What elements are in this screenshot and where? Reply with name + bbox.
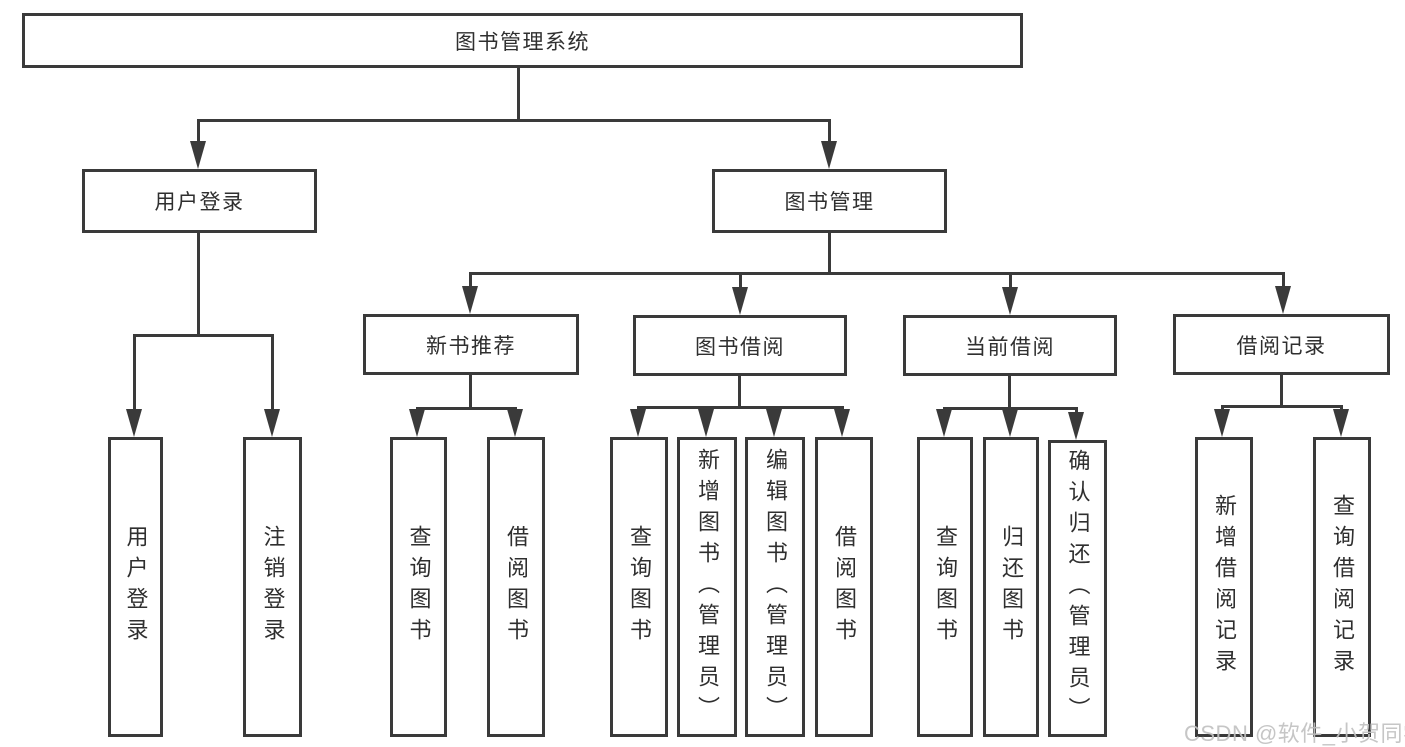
connector-records-bus [1221,405,1342,408]
arrow-down-icon [507,409,523,437]
connector-drop [133,334,136,414]
arrow-down-icon [936,409,952,437]
leaf-nr-borrow-book-label: 借阅图书 [504,525,529,649]
connector-root-bus [197,119,830,122]
connector-userlogin-bus [133,334,273,337]
connector-borrow-stub [738,376,741,409]
arrow-down-icon [732,287,748,315]
arrow-down-icon [698,409,714,437]
leaf-bb-edit-book-admin: 编辑图书（管理员） [745,437,805,737]
connector-userlogin-stub [197,233,200,337]
leaf-nr-query-book-label: 查询图书 [406,525,432,649]
connector-drop [469,272,472,292]
connector-records-stub [1280,375,1283,408]
node-book-borrowing-label: 图书借阅 [695,335,785,359]
connector-root-stub [517,68,520,122]
node-current-borrowing: 当前借阅 [903,315,1117,376]
connector-newbook-bus [416,407,517,410]
node-book-management-label: 图书管理 [784,191,875,214]
arrow-down-icon [1275,286,1291,314]
arrow-down-icon [264,409,280,437]
leaf-cb-confirm-return-admin: 确认归还（管理员） [1048,440,1107,737]
leaf-bb-edit-book-admin-label: 编辑图书（管理员） [763,447,788,727]
leaf-logout-label: 注销登录 [260,525,286,649]
leaf-bb-borrow-book: 借阅图书 [815,437,873,737]
connector-bookmgmt-stub [828,233,831,275]
leaf-nr-borrow-book: 借阅图书 [487,437,545,737]
leaf-br-add-record: 新增借阅记录 [1195,437,1253,737]
leaf-logout: 注销登录 [243,437,302,737]
leaf-cb-query-book: 查询图书 [917,437,973,737]
arrow-down-icon [462,286,478,314]
node-user-login-label: 用户登录 [154,191,245,214]
leaf-bb-borrow-book-label: 借阅图书 [832,525,857,649]
connector-drop [271,334,274,414]
leaf-cb-return-book: 归还图书 [983,437,1039,737]
leaf-bb-query-book-label: 查询图书 [627,525,652,649]
leaf-bb-add-book-admin: 新增图书（管理员） [677,437,737,737]
arrow-down-icon [1002,287,1018,315]
node-book-management: 图书管理 [712,169,947,233]
watermark: CSDN @软件_小贺同学 [1184,721,1405,746]
node-root: 图书管理系统 [22,13,1023,68]
arrow-down-icon [126,409,142,437]
arrow-down-icon [1068,412,1084,440]
node-root-label: 图书管理系统 [455,30,590,54]
node-borrow-records: 借阅记录 [1173,314,1390,375]
leaf-user-login: 用户登录 [108,437,163,737]
node-new-book-recommend: 新书推荐 [363,314,579,375]
node-book-borrowing: 图书借阅 [633,315,847,376]
node-new-book-recommend-label: 新书推荐 [426,334,516,358]
arrow-down-icon [1333,409,1349,437]
leaf-cb-query-book-label: 查询图书 [933,525,958,649]
leaf-user-login-label: 用户登录 [123,525,149,649]
connector-drop [197,119,200,149]
leaf-bb-add-book-admin-label: 新增图书（管理员） [695,447,720,727]
leaf-nr-query-book: 查询图书 [390,437,447,737]
leaf-cb-return-book-label: 归还图书 [999,525,1024,649]
connector-borrow-bus [637,406,844,409]
connector-bookmgmt-bus [469,272,1285,275]
arrow-down-icon [834,409,850,437]
connector-newbook-stub [469,375,472,410]
leaf-bb-query-book: 查询图书 [610,437,668,737]
leaf-br-query-record: 查询借阅记录 [1313,437,1371,737]
arrow-down-icon [409,409,425,437]
leaf-br-query-record-label: 查询借阅记录 [1330,494,1355,680]
arrow-down-icon [1002,409,1018,437]
leaf-br-add-record-label: 新增借阅记录 [1212,494,1237,680]
connector-current-stub [1008,376,1011,410]
leaf-cb-confirm-return-admin-label: 确认归还（管理员） [1065,449,1091,728]
connector-drop [1009,272,1012,292]
connector-drop [1282,272,1285,292]
node-current-borrowing-label: 当前借阅 [965,335,1055,359]
connector-drop [739,272,742,292]
arrow-down-icon [630,409,646,437]
arrow-down-icon [821,141,837,169]
node-borrow-records-label: 借阅记录 [1236,334,1327,358]
node-user-login: 用户登录 [82,169,317,233]
arrow-down-icon [766,409,782,437]
connector-drop [828,119,831,149]
arrow-down-icon [1214,409,1230,437]
arrow-down-icon [190,141,206,169]
